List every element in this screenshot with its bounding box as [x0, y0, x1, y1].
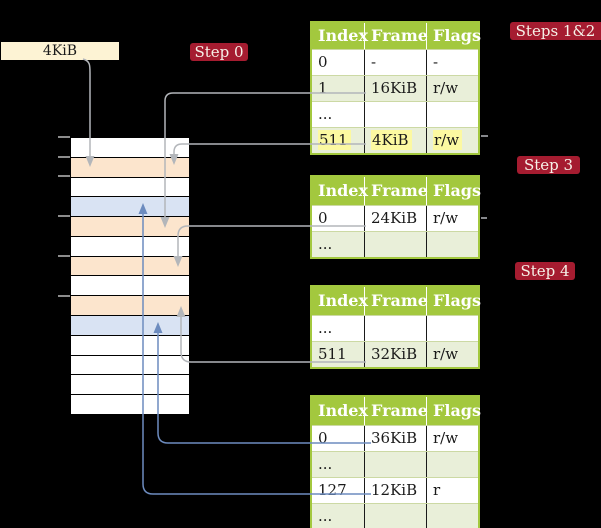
tick-mark: [58, 136, 70, 138]
memory-row: [71, 236, 189, 257]
memory-row: [71, 217, 189, 237]
cell-index: 511: [318, 345, 347, 363]
column-header-index: Index: [312, 23, 368, 49]
cell-index: ...: [318, 507, 333, 525]
badge-step-4: Step 4: [515, 262, 575, 280]
page-table-2: Index Frame Flags 0 24KiB r/w ...: [310, 175, 481, 259]
cell-flags: r/w: [433, 429, 459, 447]
cell-frame: 32KiB: [371, 345, 418, 363]
page-table-4: Index Frame Flags 0 36KiB r/w ... 127 12…: [310, 395, 481, 528]
cell-index: ...: [318, 455, 333, 473]
column-header-frame: Frame: [365, 287, 428, 315]
column-header-flags: Flags: [433, 26, 481, 45]
table-row: 511 32KiB r/w: [312, 341, 478, 367]
frame-size-label: 4KiB: [1, 42, 119, 60]
table-row: ...: [312, 315, 478, 341]
tick-mark: [58, 175, 70, 177]
column-header-index: Index: [312, 397, 368, 425]
table-header: Index Frame Flags: [312, 23, 481, 49]
page-table-3: Index Frame Flags ... 511 32KiB r/w: [310, 285, 481, 369]
cell-index: 0: [318, 429, 328, 447]
cell-frame: 36KiB: [371, 429, 418, 447]
table-row: ...: [312, 451, 478, 477]
memory-row: [71, 375, 189, 396]
cell-index: 127: [318, 481, 347, 499]
table-header: Index Frame Flags: [312, 177, 481, 205]
tick-mark: [58, 295, 70, 297]
memory-row: [71, 177, 189, 198]
table-row: ...: [312, 503, 478, 528]
cell-index: ...: [318, 319, 333, 337]
memory-row: [71, 256, 189, 277]
column-header-frame: Frame: [365, 397, 428, 425]
memory-row: [71, 316, 189, 336]
cell-flags: r/w: [433, 130, 463, 150]
memory-row: [71, 395, 189, 414]
memory-row: [71, 355, 189, 376]
cell-index: ...: [318, 235, 333, 253]
cell-index: 0: [318, 53, 328, 71]
table-row: 0 36KiB r/w: [312, 425, 478, 451]
cell-flags: r/w: [433, 79, 459, 97]
table-header: Index Frame Flags: [312, 397, 481, 425]
column-header-frame: Frame: [365, 23, 428, 49]
column-header-flags: Flags: [433, 401, 481, 420]
table-row: 1 16KiB r/w: [312, 75, 478, 101]
cell-frame: 16KiB: [371, 79, 418, 97]
column-header-frame: Frame: [365, 177, 428, 205]
badge-steps-1-2: Steps 1&2: [510, 22, 601, 40]
cell-flags: r/w: [433, 209, 459, 227]
cell-index: 511: [318, 130, 351, 150]
table-row: ...: [312, 231, 478, 257]
cell-flags: r: [433, 481, 441, 499]
column-header-flags: Flags: [433, 181, 481, 200]
table-row: 0 24KiB r/w: [312, 205, 478, 231]
tick-mark: [58, 215, 70, 217]
page-table-1: Index Frame Flags 0 - - 1 16KiB r/w ... …: [310, 21, 481, 155]
cell-index: 0: [318, 209, 328, 227]
memory-row: [71, 296, 189, 317]
column-header-index: Index: [312, 177, 368, 205]
table-row: 0 - -: [312, 49, 478, 75]
cell-frame: 24KiB: [371, 209, 418, 227]
badge-step-3: Step 3: [517, 156, 580, 174]
cell-frame: -: [371, 53, 377, 71]
cell-frame: 4KiB: [371, 130, 412, 150]
tick-mark: [58, 255, 70, 257]
memory-row: [71, 276, 189, 297]
table-row: 127 12KiB r: [312, 477, 478, 503]
memory-column: [70, 137, 190, 415]
column-header-flags: Flags: [433, 291, 481, 310]
cell-index: 1: [318, 79, 328, 97]
memory-row: [71, 138, 189, 158]
badge-step-0: Step 0: [190, 43, 248, 61]
cell-frame: 12KiB: [371, 481, 418, 499]
table-row: ...: [312, 101, 478, 127]
cell-flags: r/w: [433, 345, 459, 363]
memory-row: [71, 197, 189, 218]
memory-row: [71, 335, 189, 356]
table-header: Index Frame Flags: [312, 287, 481, 315]
cell-index: ...: [318, 105, 333, 123]
memory-row: [71, 157, 189, 178]
table-row-highlighted: 511 4KiB r/w: [312, 127, 478, 153]
cell-flags: -: [433, 53, 439, 71]
column-header-index: Index: [312, 287, 368, 315]
tick-mark: [58, 156, 70, 158]
